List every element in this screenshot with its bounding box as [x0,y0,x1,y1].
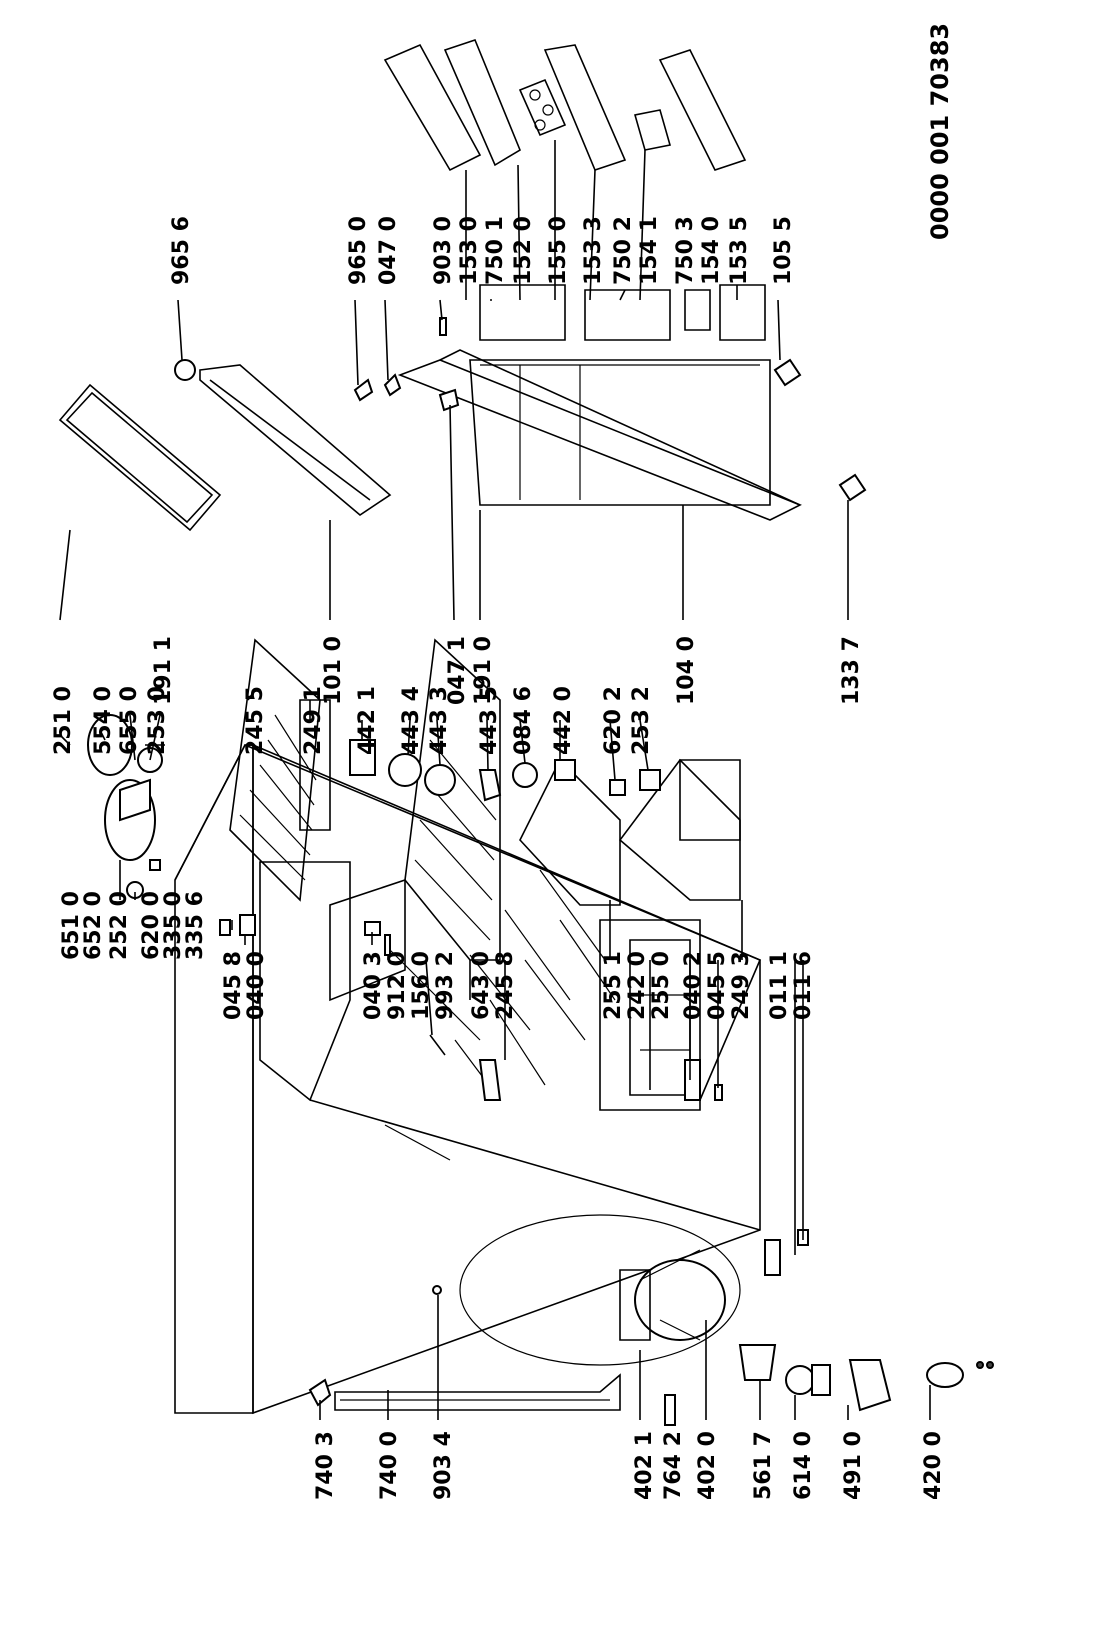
part-label: 154 0 [699,216,724,285]
part-label: 655 0 [117,686,142,755]
small-parts-left [219,914,994,1426]
part-label: 252 0 [107,891,132,960]
part-label: 255 1 [601,951,626,1020]
part-label: 045 5 [705,951,730,1020]
shelves-and-controls [87,638,741,961]
part-label: 652 0 [81,891,106,960]
part-label: 903 4 [431,1431,456,1500]
part-label: 750 3 [673,216,698,285]
part-label: 105 5 [771,216,796,285]
part-label: 402 1 [632,1431,657,1500]
part-label: 253 2 [629,686,654,755]
part-label: 620 0 [139,891,164,960]
leader-lines [59,140,931,1420]
part-label: 740 3 [313,1431,338,1500]
part-label: 156 0 [409,951,434,1020]
part-label: 040 2 [681,951,706,1020]
part-label: 620 2 [601,686,626,755]
part-label: 101 0 [321,636,346,705]
part-label: 651 0 [59,891,84,960]
freezer-door-gasket [58,383,222,532]
part-label: 047 1 [445,636,470,705]
doors [58,284,867,532]
part-label: 614 0 [791,1431,816,1500]
door-shelf-1 [479,284,566,341]
door-shelf-3 [719,284,766,341]
part-label: 740 0 [377,1431,402,1500]
part-label: 249 3 [729,951,754,1020]
part-label: 045 8 [221,951,246,1020]
part-label: 443 4 [399,686,424,755]
part-label: 442 1 [355,686,380,755]
part-label: 750 2 [611,216,636,285]
door-bins [383,39,747,172]
part-label: 133 7 [839,636,864,705]
part-label: 443 5 [477,686,502,755]
part-label: 750 1 [483,216,508,285]
part-label: 153 5 [727,216,752,285]
part-label: 335 6 [183,891,208,960]
part-label: 153 0 [457,216,482,285]
part-label: 420 0 [921,1431,946,1500]
part-label: 191 1 [151,636,176,705]
part-label: 965 6 [169,216,194,285]
part-label: 402 0 [695,1431,720,1500]
part-label: 643 0 [469,951,494,1020]
part-label: 993 2 [433,951,458,1020]
door-shelf-2 [584,289,671,341]
part-label: 491 0 [841,1431,866,1500]
part-label: 255 0 [649,951,674,1020]
part-label: 011 1 [767,951,792,1020]
part-label: 251 0 [51,686,76,755]
part-label: 154 1 [637,216,662,285]
part-label: 011 6 [791,951,816,1020]
part-label: 335 0 [161,891,186,960]
freezer-door [199,364,392,516]
part-label: 084 6 [511,686,536,755]
part-label: 903 0 [431,216,456,285]
part-label: 245 5 [243,686,268,755]
part-label: 443 3 [427,686,452,755]
part-label: 561 7 [751,1431,776,1500]
part-label: 040 3 [361,951,386,1020]
part-label: 442 0 [551,686,576,755]
fridge-door-gasket [397,359,802,521]
part-labels: 740 3 740 0 903 4 402 1 764 2 402 0 561 … [51,216,946,1500]
part-label: 047 0 [376,216,401,285]
part-label: 912 0 [385,951,410,1020]
part-label: 152 0 [511,216,536,285]
fridge-door [469,359,771,506]
part-label: 104 0 [674,636,699,705]
document-number: 0000 001 70383 [926,23,954,240]
part-label: 245 8 [493,951,518,1020]
cabinet [174,743,762,1415]
part-label: 040 0 [244,951,269,1020]
part-label: 249 1 [301,686,326,755]
part-label: 965 0 [346,216,371,285]
part-label: 764 2 [661,1431,686,1500]
part-label: 253 0 [145,686,170,755]
part-label: 153 3 [581,216,606,285]
part-label: 242 0 [625,951,650,1020]
part-label: 554 0 [91,686,116,755]
hinge-cover-part [308,1378,332,1407]
part-label: 191 0 [471,636,496,705]
part-label: 155 0 [546,216,571,285]
